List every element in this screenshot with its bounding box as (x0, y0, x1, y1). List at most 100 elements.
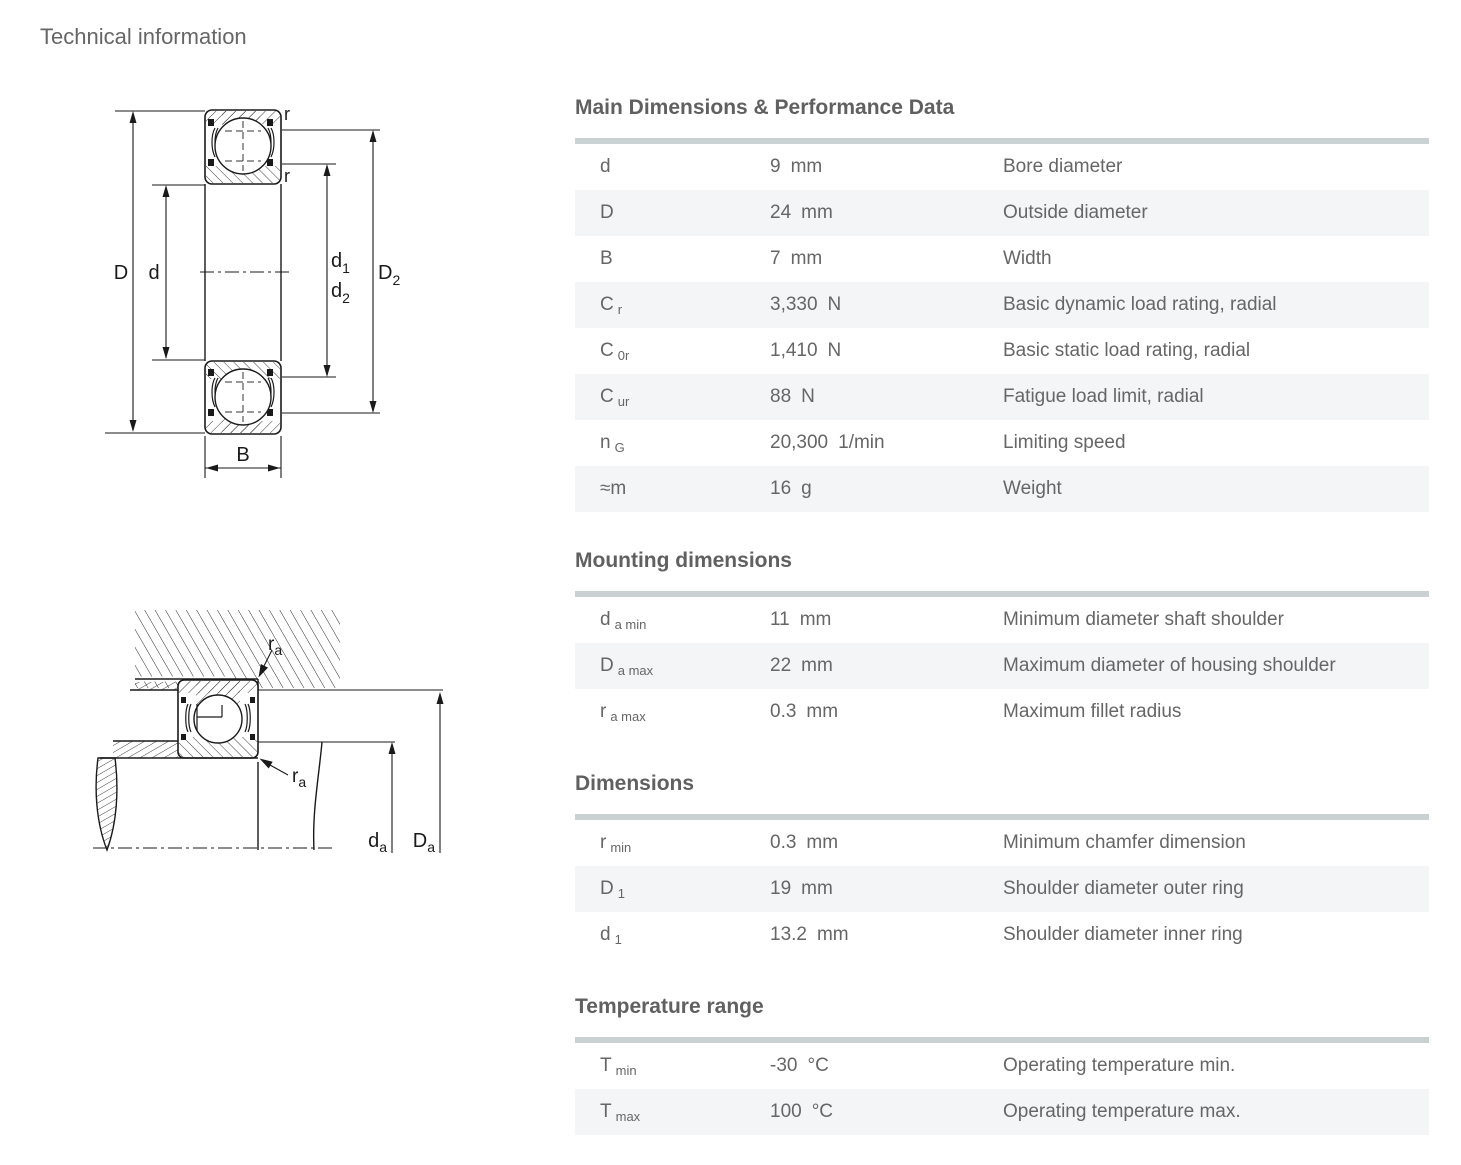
label-d: d (148, 262, 159, 284)
description-cell: Fatigue load limit, radial (1003, 386, 1204, 407)
description-cell: Maximum fillet radius (1003, 701, 1182, 722)
description-cell: Shoulder diameter outer ring (1003, 878, 1244, 899)
bearing-section-drawing: D d d1 d2 D2 r r B (105, 104, 400, 478)
description-cell: Width (1003, 248, 1052, 269)
page-title: Technical information (40, 24, 247, 49)
description-cell: Basic dynamic load rating, radial (1003, 294, 1277, 315)
value-cell: 100°C (770, 1101, 834, 1122)
label-d1: d1 (331, 250, 350, 276)
label-r-bottom: r (284, 166, 290, 186)
bearing (177, 679, 259, 759)
shaft-break (95, 757, 118, 852)
label-B: B (236, 444, 249, 466)
label-D2: D2 (378, 262, 400, 288)
bearing-bottom-ring (204, 360, 282, 435)
section-heading: Main Dimensions & Performance Data (575, 96, 955, 119)
section-heading: Mounting dimensions (575, 549, 792, 572)
description-cell: Outside diameter (1003, 202, 1148, 223)
table-top-bar (575, 1037, 1429, 1043)
label-ra-bottom: ra (292, 766, 306, 790)
section-heading: Dimensions (575, 772, 695, 795)
mounting-drawing: ra ra da Da (93, 610, 444, 855)
table-top-bar (575, 138, 1429, 144)
dimension-arrows (258, 664, 444, 769)
description-cell: Minimum diameter shaft shoulder (1003, 609, 1284, 630)
bearing-top-ring (204, 109, 282, 185)
description-cell: Bore diameter (1003, 156, 1123, 177)
label-ra-top: ra (268, 634, 282, 658)
label-d2: d2 (331, 280, 350, 306)
housing (130, 610, 443, 691)
description-cell: Operating temperature max. (1003, 1101, 1241, 1122)
dimension-arrows (129, 111, 377, 472)
description-cell: Weight (1003, 478, 1062, 499)
section-heading: Temperature range (575, 995, 764, 1018)
shaft (95, 740, 323, 852)
dimension-lines (105, 110, 380, 478)
symbol-cell: D (600, 201, 614, 223)
description-cell: Basic static load rating, radial (1003, 340, 1251, 361)
description-cell: Shoulder diameter inner ring (1003, 924, 1243, 945)
description-cell: Operating temperature min. (1003, 1055, 1236, 1076)
description-cell: Limiting speed (1003, 432, 1126, 453)
table-top-bar (575, 591, 1429, 597)
dimension-lines (258, 649, 441, 853)
label-Da: Da (413, 830, 435, 855)
shaft-shoulder (312, 741, 323, 851)
description-cell: Minimum chamfer dimension (1003, 832, 1246, 853)
label-D: D (114, 262, 128, 284)
table-top-bar (575, 814, 1429, 820)
symbol-cell: B (600, 247, 613, 269)
ball (193, 694, 243, 744)
label-r-top: r (284, 104, 290, 124)
label-da: da (368, 830, 387, 855)
symbol-cell: ≈m (600, 477, 627, 499)
